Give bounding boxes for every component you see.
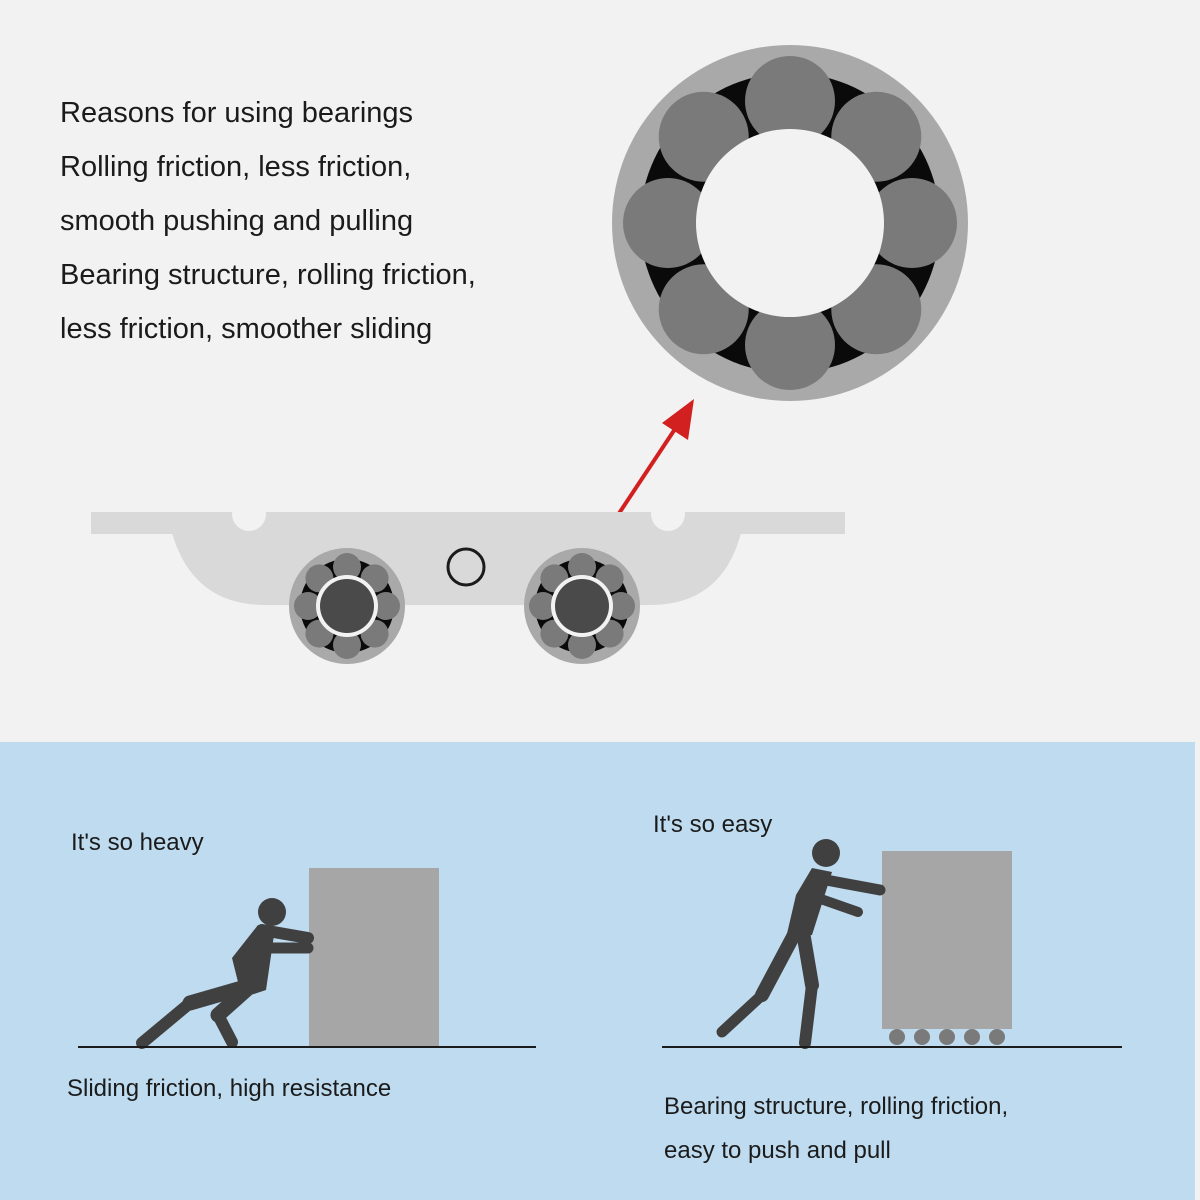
small-bearing-right-icon [524,548,640,664]
sliding-friction-caption: Sliding friction, high resistance [67,1075,392,1102]
bearing-ball [294,592,322,620]
bearing-ball [568,631,596,659]
heavy-label: It's so heavy [71,829,204,856]
easy-scene [662,839,1122,1049]
bearing-ball [568,553,596,581]
bearing-ball [745,300,835,390]
rolling-caption-line-2: easy to push and pull [664,1137,891,1164]
reasons-line-1: Rolling friction, less friction, [60,151,412,183]
reasons-title: Reasons for using bearings [60,97,414,129]
reasons-line-2: smooth pushing and pulling [60,205,414,237]
easy-label: It's so easy [653,811,773,838]
bearing-ball [333,553,361,581]
carriage-block-icon [91,497,845,605]
rolling-caption-line-1: Bearing structure, rolling friction, [664,1093,1009,1120]
bearing-ball [623,178,713,268]
heavy-scene [78,868,536,1049]
bearing-ball [607,592,635,620]
small-bearing-left-icon [289,548,405,664]
box-icon [882,851,1012,1029]
box-icon [309,868,439,1047]
roller-balls-icon [889,1029,1005,1045]
reasons-text-block: Reasons for using bearings Rolling frict… [60,86,476,356]
large-bearing-icon [612,45,968,401]
person-pushing-icon [136,898,314,1049]
reasons-line-3: Bearing structure, rolling friction, [60,259,476,291]
bearing-ball [333,631,361,659]
bearing-ball [529,592,557,620]
bearing-ball [867,178,957,268]
person-pushing-icon [716,839,886,1049]
reasons-line-4: less friction, smoother sliding [60,313,433,345]
bearing-ball [745,56,835,146]
rolling-friction-caption: Bearing structure, rolling friction, eas… [664,1085,1008,1173]
bearing-ball [372,592,400,620]
